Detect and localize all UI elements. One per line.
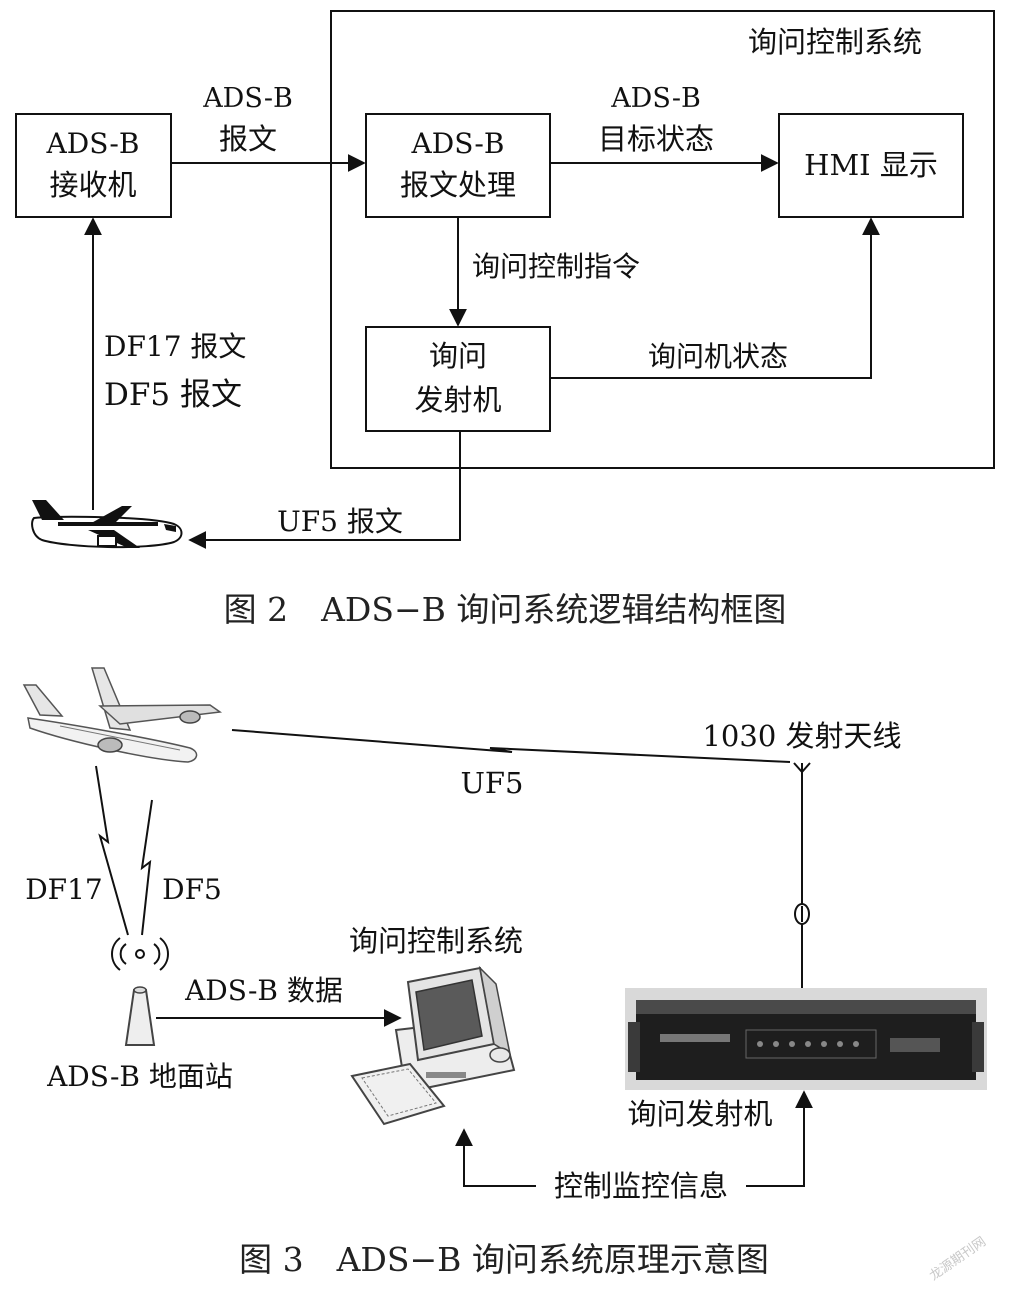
msg-processing-line2: 报文处理 <box>400 168 516 202</box>
interrogator-box: 询问 发射机 <box>365 326 551 432</box>
edge-df17-label: DF17 报文 <box>104 330 246 363</box>
df5-link <box>140 799 153 936</box>
adsb-receiver-box: ADS-B 接收机 <box>15 113 172 218</box>
edge-interrogator-state-label: 询问机状态 <box>648 340 788 373</box>
interrogator-line1: 询问 <box>429 339 487 373</box>
control-system-boundary <box>330 10 995 469</box>
receiver-label-line1: ADS-B <box>46 127 140 160</box>
interrogator-label: 询问发射机 <box>627 1097 772 1131</box>
figure-2-caption: 图 2 ADS−B 询问系统逻辑结构框图 <box>224 590 787 629</box>
df17-label: DF17 <box>25 873 103 906</box>
computer-icon <box>350 965 516 1126</box>
edge-uf5-msg-label: UF5 报文 <box>277 505 403 538</box>
control-system-label: 询问控制系统 <box>349 924 523 958</box>
edge-target-state-line1: ADS-B <box>610 83 701 114</box>
uf5-link <box>231 729 791 763</box>
figure-3: UF5 1030 发射天线 DF17 DF5 ADS-B 地面站 ADS-B 数… <box>22 667 987 1279</box>
edge-adsb-msg-line1: ADS-B <box>202 83 293 114</box>
interrogator-line2: 发射机 <box>414 383 501 417</box>
ground-station-icon <box>111 937 169 1046</box>
adsb-data-label: ADS-B 数据 <box>184 974 343 1007</box>
edge-df5-label: DF5 报文 <box>104 377 242 413</box>
msg-processing-line1: ADS-B <box>411 127 505 160</box>
hmi-label: HMI 显示 <box>804 148 938 182</box>
receiver-label-line2: 接收机 <box>49 168 136 202</box>
watermark: 龙源期刊网 <box>927 1234 989 1284</box>
msg-processing-box: ADS-B 报文处理 <box>365 113 551 218</box>
interrogator-device-icon <box>625 988 987 1090</box>
aircraft-icon <box>31 500 183 549</box>
hmi-box: HMI 显示 <box>778 113 964 218</box>
edge-adsb-msg-line2: 报文 <box>219 122 277 156</box>
edge-control-cmd-label: 询问控制指令 <box>472 250 640 283</box>
df5-label: DF5 <box>162 873 222 906</box>
edge-interrogator-to-aircraft <box>188 431 461 549</box>
df17-link <box>95 765 129 936</box>
edge-interrogator-to-hmi <box>550 217 880 379</box>
ground-station-label: ADS-B 地面站 <box>46 1060 233 1093</box>
edge-target-state-line2: 目标状态 <box>598 122 714 156</box>
uf5-label: UF5 <box>460 766 523 800</box>
control-info-label: 控制监控信息 <box>554 1169 728 1203</box>
airliner-icon <box>22 667 223 763</box>
control-system-title: 询问控制系统 <box>748 25 922 59</box>
figure-3-caption: 图 3 ADS−B 询问系统原理示意图 <box>239 1240 769 1279</box>
antenna-icon <box>793 762 811 990</box>
figure-2: 询问控制系统 ADS-B 接收机 ADS-B 报文处理 HMI 显示 询问 发射… <box>15 10 995 629</box>
antenna-label: 1030 发射天线 <box>702 719 901 753</box>
